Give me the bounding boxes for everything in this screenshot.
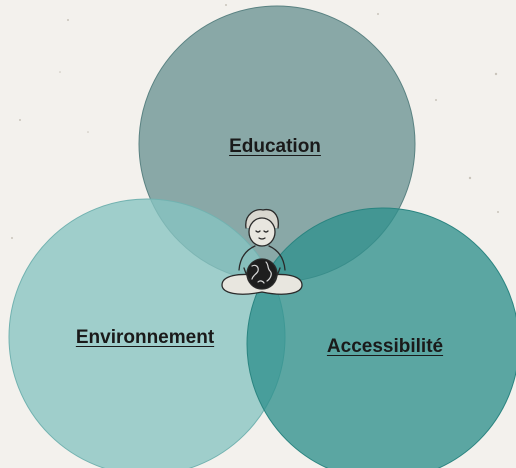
accessibilite-circle bbox=[246, 207, 516, 468]
accessibilite-label: Accessibilité bbox=[326, 336, 444, 357]
background-specks bbox=[11, 4, 499, 239]
education-label: Education bbox=[229, 136, 321, 157]
meditating-person-holding-globe-icon bbox=[221, 208, 303, 295]
environnement-label: Environnement bbox=[75, 327, 215, 348]
